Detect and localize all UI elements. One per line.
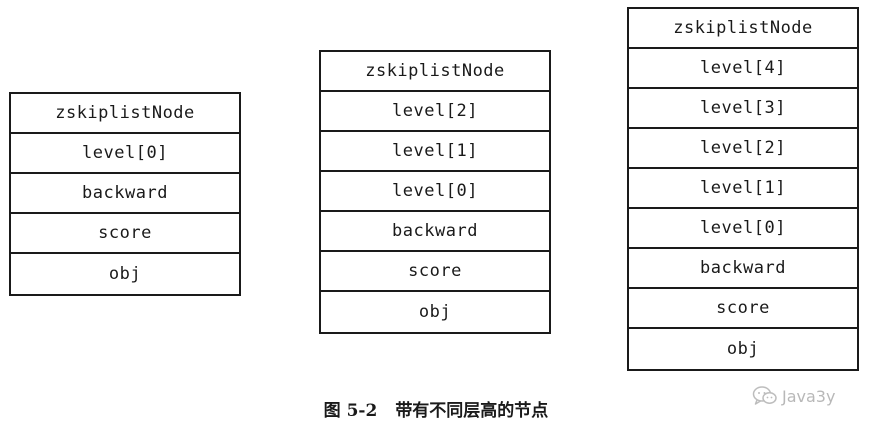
figure-number: 图 5-2 bbox=[323, 401, 378, 421]
node-field-score: score bbox=[629, 289, 857, 329]
watermark: Java3y bbox=[752, 385, 835, 407]
node-field-obj: obj bbox=[418, 302, 452, 322]
node-field-level-1: level[1] bbox=[629, 169, 857, 209]
node-field-level-0: level[0] bbox=[11, 134, 239, 174]
node-field-level-1: level[1] bbox=[321, 132, 549, 172]
figure-caption: 图 5-2 带有不同层高的节点 bbox=[0, 396, 872, 421]
node-field-level-2: level[2] bbox=[629, 129, 857, 169]
figure-title: 带有不同层高的节点 bbox=[395, 401, 549, 421]
node-field-backward: backward bbox=[629, 249, 857, 289]
node-field-backward: backward bbox=[11, 174, 239, 214]
node-field-level-3: level[3] bbox=[629, 89, 857, 129]
node-field-level-4: level[4] bbox=[629, 49, 857, 89]
node-field-level-2: level[2] bbox=[321, 92, 549, 132]
skiplist-node-level-1: zskiplistNode level[0] backward score ob… bbox=[9, 92, 241, 296]
wechat-icon bbox=[752, 386, 777, 405]
node-field-backward: backward bbox=[321, 212, 549, 252]
node-field-level-0: level[0] bbox=[321, 172, 549, 212]
node-field-obj: obj bbox=[726, 339, 760, 359]
skiplist-node-level-5: zskiplistNode level[4] level[3] level[2]… bbox=[627, 7, 859, 371]
node-field-obj: obj bbox=[108, 264, 142, 284]
node-struct-name: zskiplistNode bbox=[629, 9, 857, 49]
skiplist-node-level-3: zskiplistNode level[2] level[1] level[0]… bbox=[319, 50, 551, 334]
node-struct-name: zskiplistNode bbox=[11, 94, 239, 134]
watermark-text: Java3y bbox=[782, 386, 836, 406]
node-field-score: score bbox=[321, 252, 549, 292]
node-struct-name: zskiplistNode bbox=[321, 52, 549, 92]
node-field-level-0: level[0] bbox=[629, 209, 857, 249]
node-field-score: score bbox=[11, 214, 239, 254]
